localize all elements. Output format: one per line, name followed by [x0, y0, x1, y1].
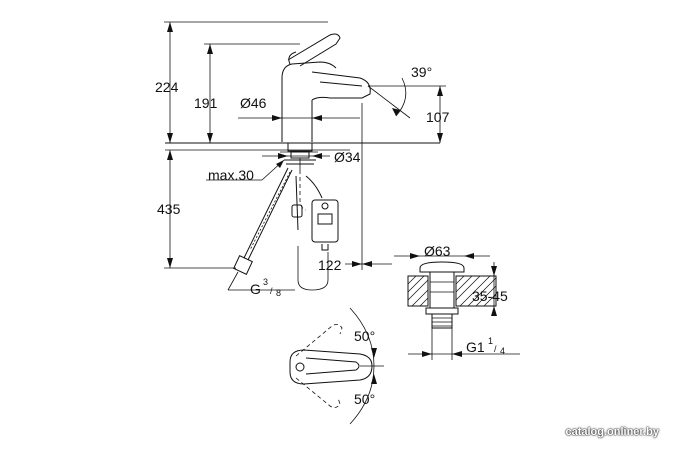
svg-text:/: /: [494, 344, 497, 354]
dim-thread-g1: G1: [466, 339, 485, 355]
dim-angle-50-top: 50°: [354, 328, 375, 344]
dim-diameter-34: Ø34: [334, 149, 361, 165]
dimension-labels: 224 191 Ø46 39° 107 Ø34 max.30 435 G 3 /…: [155, 64, 508, 407]
dim-thread-g-den: 8: [276, 288, 281, 298]
dim-122: 122: [318, 257, 342, 273]
dim-191: 191: [194, 95, 218, 111]
watermark: catalog.onliner.by: [565, 426, 659, 438]
waste-valve: [394, 253, 520, 360]
dim-thread-g: G: [250, 281, 261, 297]
svg-text:/: /: [270, 286, 273, 296]
faucet-side-view: [165, 33, 440, 291]
height-dimensions: [164, 21, 446, 269]
dim-107: 107: [426, 109, 450, 125]
dim-diameter-63: Ø63: [424, 243, 451, 259]
dim-angle-39: 39°: [411, 64, 432, 80]
dim-thread-g1-num: 1: [488, 336, 493, 346]
dim-thread-g-num: 3: [263, 277, 268, 287]
dim-35-45: 35-45: [472, 288, 508, 304]
dim-max-30: max.30: [208, 167, 254, 183]
dim-thread-g1-den: 4: [500, 346, 505, 356]
dim-435: 435: [157, 201, 181, 217]
dim-angle-50-bottom: 50°: [354, 391, 375, 407]
faucet-top-view: [289, 307, 384, 425]
dim-224: 224: [155, 79, 179, 95]
dim-diameter-46: Ø46: [240, 95, 267, 111]
